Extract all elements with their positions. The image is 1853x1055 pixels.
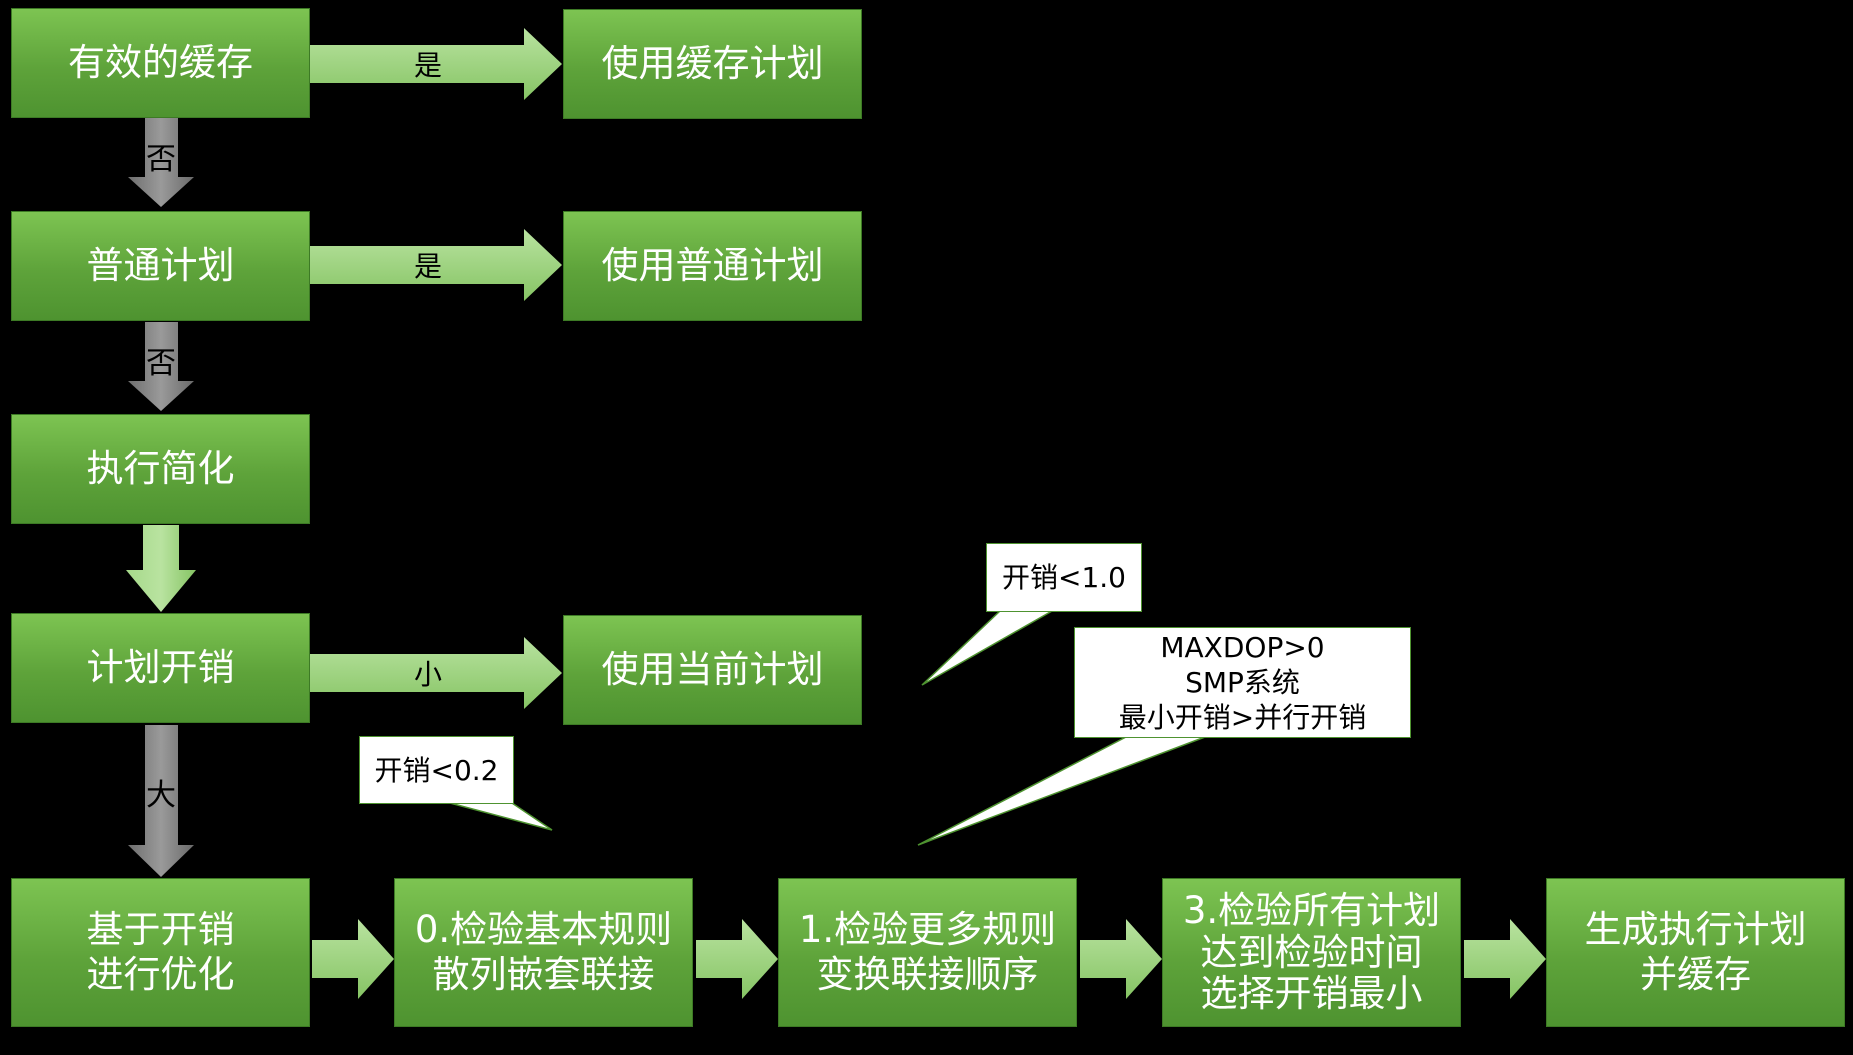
box-cost-based[interactable]: 基于开销 进行优化	[11, 878, 310, 1027]
box-use-current-plan-label: 使用当前计划	[601, 647, 824, 691]
label-large: 大	[146, 778, 176, 813]
callout-cost-10: 开销<1.0	[986, 543, 1142, 612]
arrow-no-1	[128, 118, 194, 207]
box-phase-2[interactable]: 3.检验所有计划 达到检验时间 选择开销最小	[1162, 878, 1461, 1027]
box-simplify-label: 执行简化	[86, 446, 235, 490]
box-valid-cache-label: 有效的缓存	[68, 40, 253, 84]
box-use-cache-plan[interactable]: 使用缓存计划	[563, 9, 862, 119]
box-generate[interactable]: 生成执行计划 并缓存	[1546, 878, 1845, 1027]
arrow-yes-1	[310, 28, 562, 100]
box-phase-0[interactable]: 0.检验基本规则 散列嵌套联接	[394, 878, 693, 1027]
callout-cost-02: 开销<0.2	[359, 736, 514, 804]
box-plan-cost[interactable]: 计划开销	[11, 613, 310, 723]
box-phase-2-label: 3.检验所有计划 达到检验时间 选择开销最小	[1182, 889, 1441, 1016]
box-use-current-plan[interactable]: 使用当前计划	[563, 615, 862, 725]
arrow-bottom-1	[312, 919, 394, 999]
label-yes-1: 是	[413, 49, 443, 82]
arrow-down-simplify	[126, 525, 196, 612]
box-generate-label: 生成执行计划 并缓存	[1584, 908, 1807, 996]
box-trivial-plan[interactable]: 普通计划	[11, 211, 310, 321]
box-valid-cache[interactable]: 有效的缓存	[11, 8, 310, 118]
label-small: 小	[413, 658, 443, 691]
arrow-small	[310, 637, 562, 709]
box-use-trivial-plan-label: 使用普通计划	[601, 243, 824, 287]
callout-tail-cost-02	[449, 802, 553, 831]
arrow-large	[128, 725, 194, 877]
label-yes-2: 是	[413, 250, 443, 283]
callout-tail-cost-10	[921, 610, 1055, 686]
arrow-no-2	[128, 322, 194, 411]
label-no-2: 否	[146, 346, 176, 381]
callout-cost-02-text: 开销<0.2	[374, 753, 499, 787]
box-trivial-plan-label: 普通计划	[86, 243, 235, 287]
label-no-1: 否	[146, 142, 176, 177]
callout-parallel-text: MAXDOP>0 SMP系统 最小开销>并行开销	[1118, 631, 1367, 734]
arrow-bottom-3	[1080, 919, 1162, 999]
arrow-yes-2	[310, 229, 562, 301]
callout-tail-parallel	[917, 736, 1206, 846]
box-use-trivial-plan[interactable]: 使用普通计划	[563, 211, 862, 321]
box-use-cache-plan-label: 使用缓存计划	[601, 41, 824, 85]
box-plan-cost-label: 计划开销	[86, 645, 235, 689]
box-cost-based-label: 基于开销 进行优化	[86, 908, 235, 996]
box-simplify[interactable]: 执行简化	[11, 414, 310, 524]
box-phase-1-label: 1.检验更多规则 变换联接顺序	[798, 908, 1057, 996]
arrow-bottom-2	[696, 919, 778, 999]
box-phase-1[interactable]: 1.检验更多规则 变换联接顺序	[778, 878, 1077, 1027]
callout-parallel: MAXDOP>0 SMP系统 最小开销>并行开销	[1074, 627, 1411, 738]
callout-cost-10-text: 开销<1.0	[1002, 561, 1126, 594]
arrow-bottom-4	[1464, 919, 1546, 999]
box-phase-0-label: 0.检验基本规则 散列嵌套联接	[414, 908, 673, 996]
